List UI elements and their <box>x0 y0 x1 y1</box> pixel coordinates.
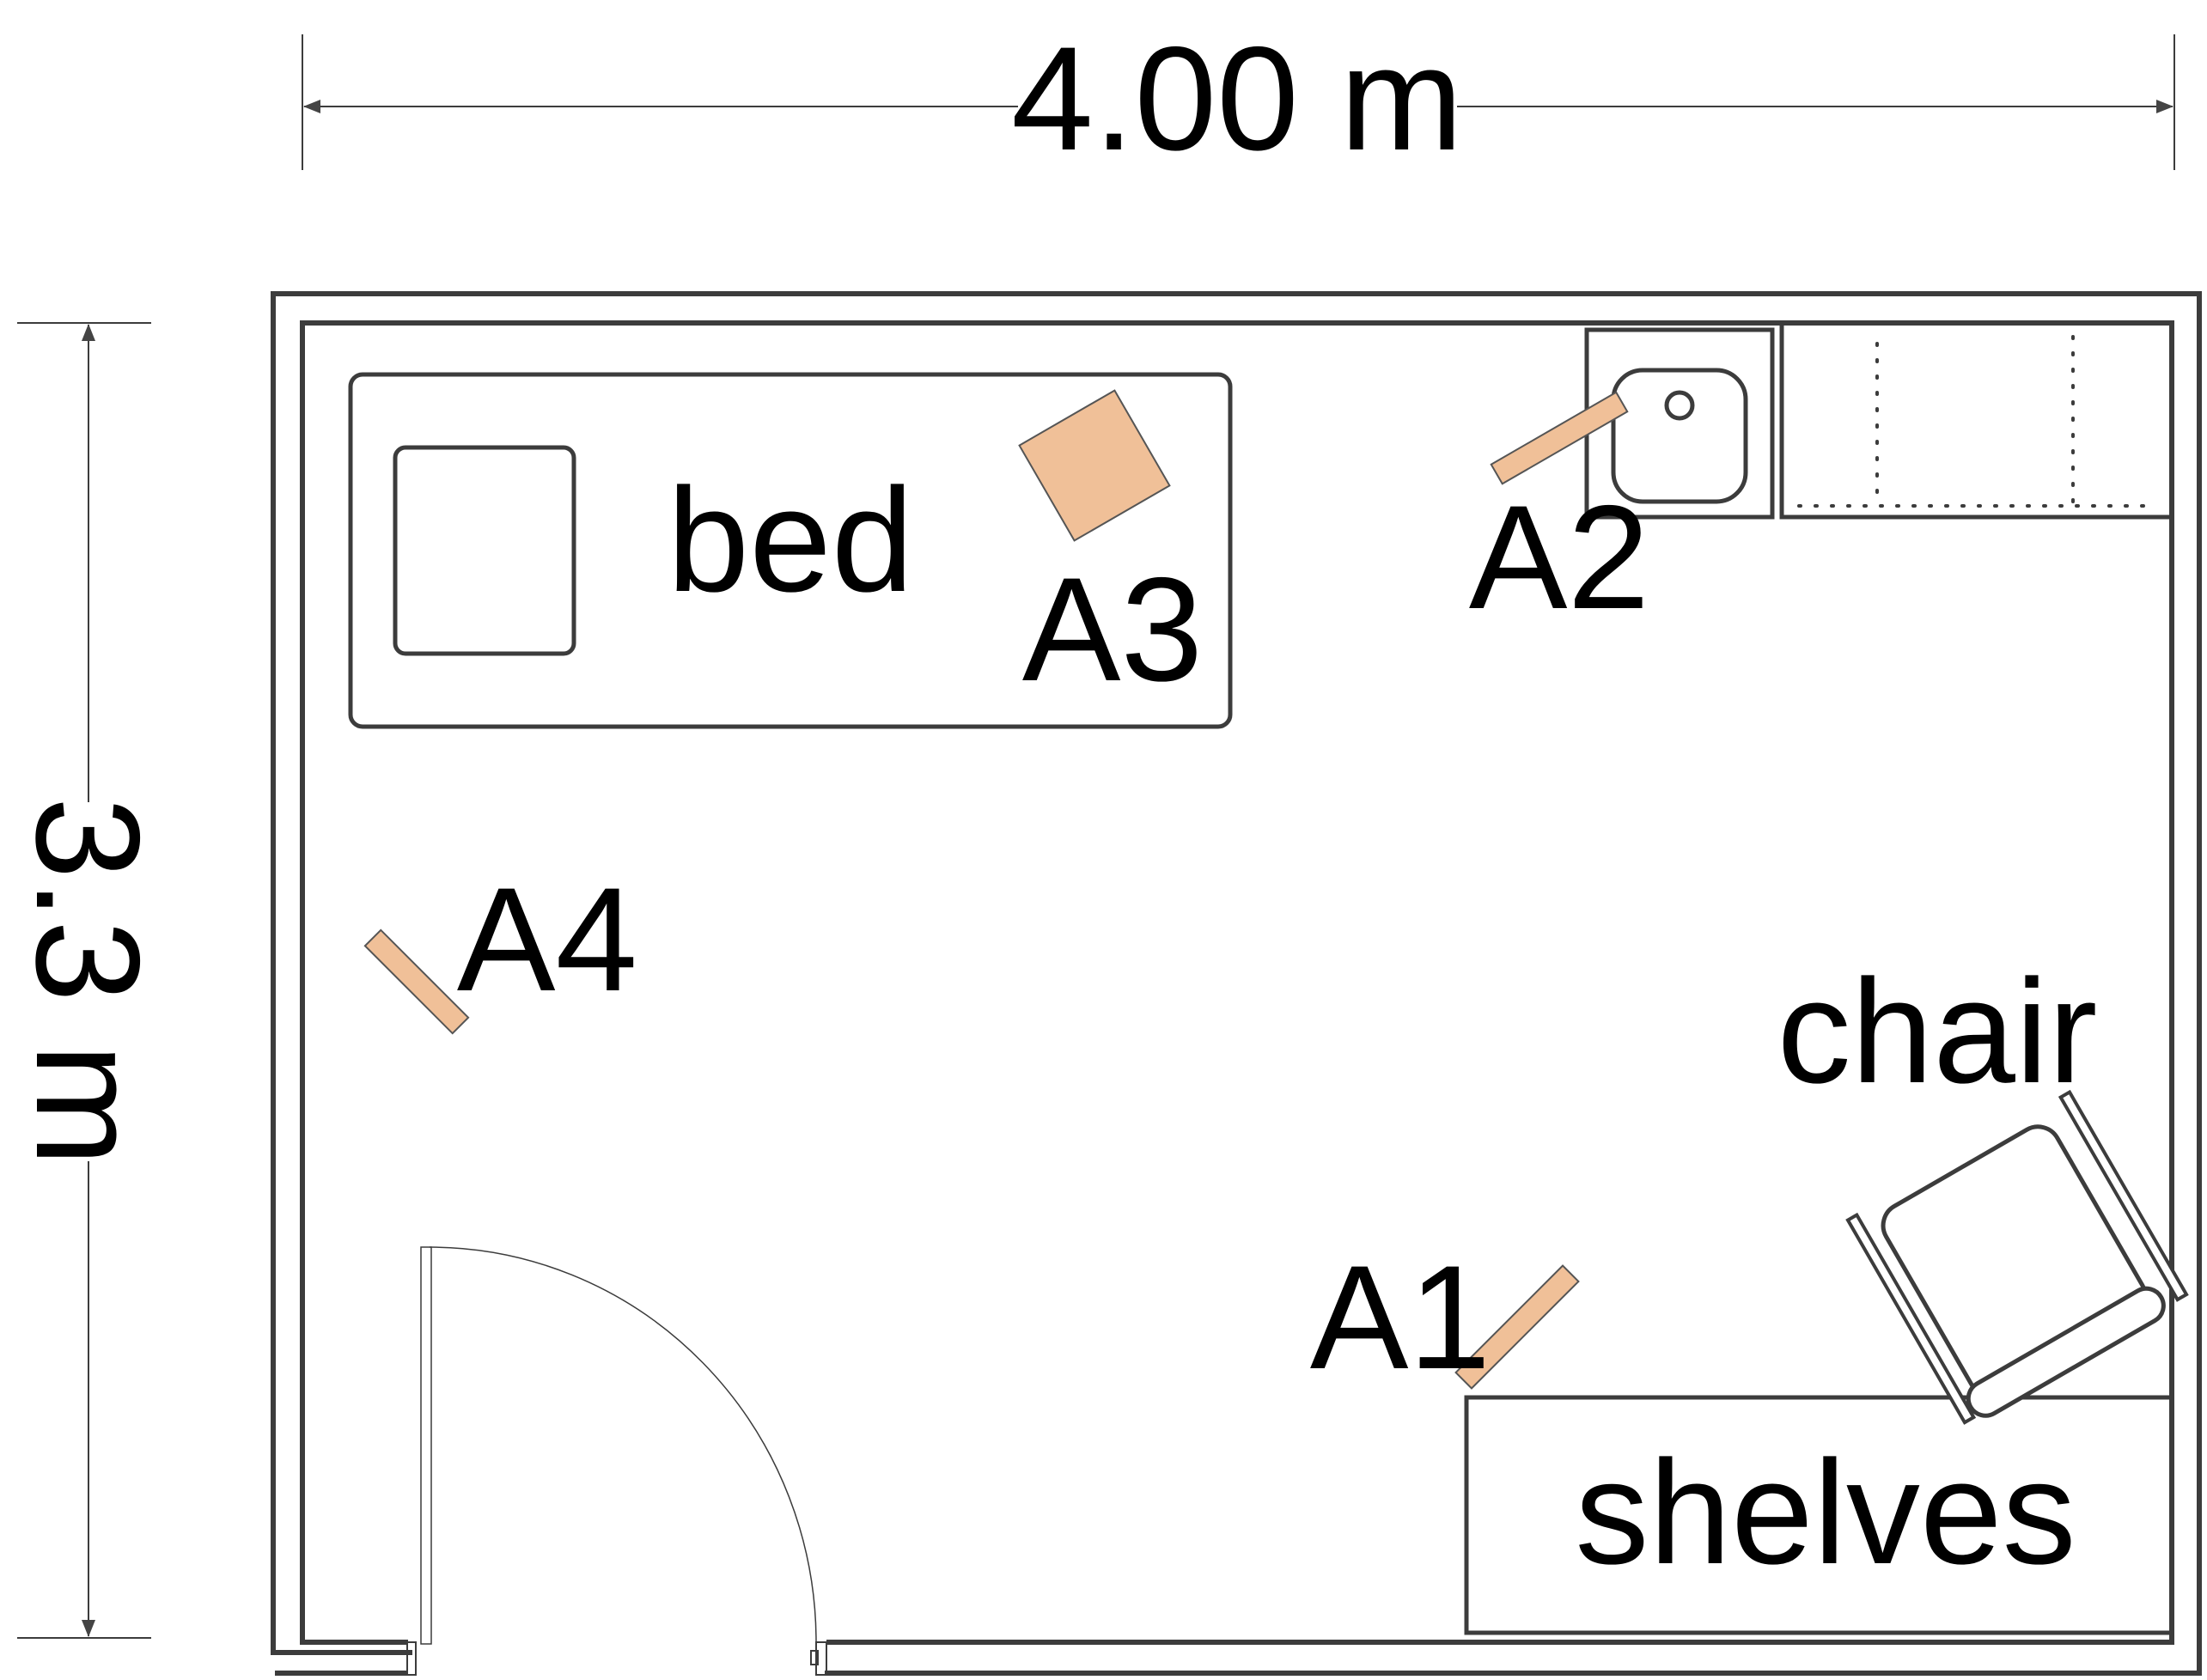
sensor-a2-label: A2 <box>1469 475 1649 640</box>
chair-label: chair <box>1777 949 2098 1114</box>
counter-edge <box>1779 325 2170 520</box>
sensor-a3: A3 <box>1018 389 1203 712</box>
sensor-a2: A2 <box>1469 391 1649 640</box>
door-swing-arc <box>429 1246 817 1643</box>
width-label: 4.00 m <box>1011 16 1463 181</box>
door-jamb-right <box>815 1641 827 1676</box>
door-leaf <box>420 1246 432 1645</box>
sensor-a1-label: A1 <box>1310 1235 1491 1400</box>
shelves-outline <box>1464 1395 2170 1635</box>
chair-drawing <box>1845 1089 2189 1425</box>
height-dimension: 3.3 m <box>5 322 170 1639</box>
sensor-a4: A4 <box>363 857 637 1035</box>
inner-wall <box>300 320 2174 1645</box>
chair-armrest-right <box>2058 1089 2189 1302</box>
sensor-a4-marker <box>363 928 470 1035</box>
door-jamb-notch <box>810 1650 819 1665</box>
sensor-a4-label: A4 <box>457 857 637 1022</box>
pillow <box>393 445 576 656</box>
height-label: 3.3 m <box>5 797 170 1166</box>
sink-basin <box>1611 368 1748 504</box>
sensor-a1: A1 <box>1310 1235 1580 1400</box>
chair-armrest-left <box>1845 1212 1977 1425</box>
bed-label: bed <box>668 458 914 623</box>
chair: chair <box>1777 949 2189 1425</box>
door <box>420 1246 817 1645</box>
chair-backrest <box>1966 1286 2166 1418</box>
counter <box>1779 325 2170 520</box>
sensor-a3-label: A3 <box>1022 547 1203 712</box>
sink-drain <box>1664 390 1695 421</box>
width-dimension: 4.00 m <box>302 16 2175 181</box>
shelves: shelves <box>1464 1395 2170 1635</box>
sensor-a3-marker <box>1018 389 1171 542</box>
bed-frame <box>348 372 1233 729</box>
door-jamb-left <box>406 1641 417 1676</box>
shelves-label: shelves <box>1575 1430 2076 1595</box>
room-walls <box>271 291 2202 1676</box>
sensor-a2-marker <box>1490 391 1629 485</box>
outer-wall <box>271 291 2202 1676</box>
bed: bed <box>348 372 1233 729</box>
sensor-a1-marker <box>1454 1264 1580 1390</box>
